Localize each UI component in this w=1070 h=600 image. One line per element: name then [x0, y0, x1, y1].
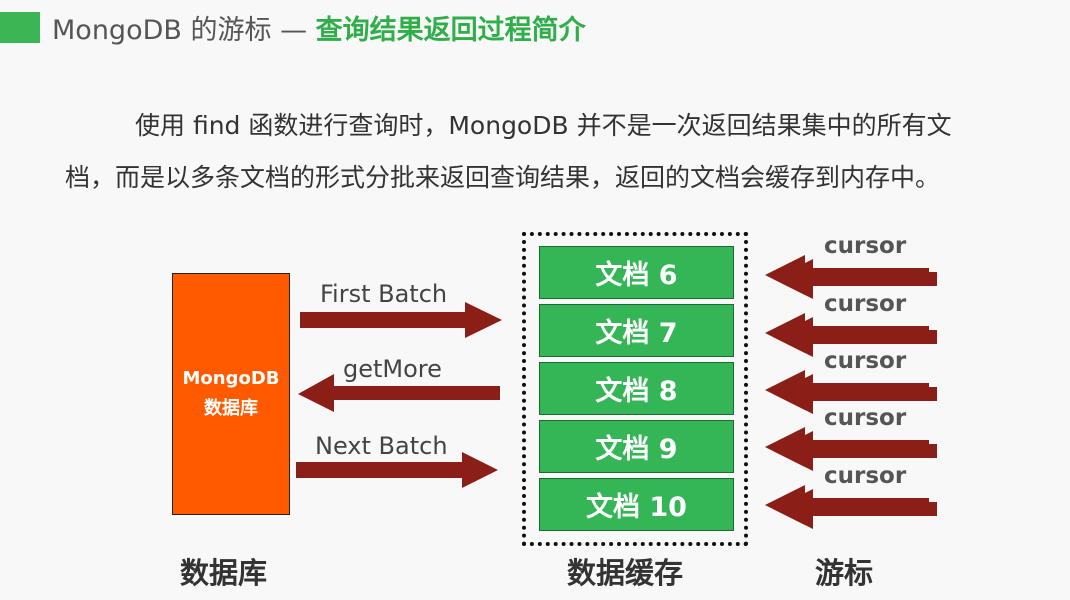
db-label-cn: 数据库: [204, 398, 258, 419]
cursor-arrow: [773, 431, 937, 471]
footer-database: 数据库: [180, 556, 268, 590]
document-item: 文档 7: [539, 304, 734, 357]
cursor-label: cursor: [824, 463, 907, 489]
document-item: 文档 9: [539, 420, 734, 473]
cursor-label: cursor: [824, 291, 907, 317]
document-item: 文档 10: [539, 478, 734, 531]
title-prefix: MongoDB 的游标 —: [52, 15, 316, 46]
cursor-arrow: [773, 374, 937, 414]
db-label: MongoDB: [182, 368, 280, 389]
document-item: 文档 6: [539, 246, 734, 299]
next-batch-label: Next Batch: [315, 432, 448, 460]
cursor-arrow: [773, 259, 937, 299]
cursor-label: cursor: [824, 233, 907, 259]
data-cache-box: [522, 232, 748, 546]
footer-cache: 数据缓存: [567, 556, 684, 590]
slide-title: MongoDB 的游标 — 查询结果返回过程简介: [52, 8, 586, 47]
cursor-arrow: [773, 489, 937, 529]
cursor-arrow: [773, 317, 937, 357]
title-highlight: 查询结果返回过程简介: [315, 15, 586, 46]
first-batch-arrow: [300, 302, 502, 338]
getmore-label: getMore: [343, 355, 442, 383]
cursor-label: cursor: [824, 405, 907, 431]
first-batch-label: First Batch: [320, 280, 448, 308]
paragraph-line-1: 使用 find 函数进行查询时，MongoDB 并不是一次返回结果集中的所有文: [135, 111, 952, 140]
next-batch-arrow: [296, 452, 498, 488]
title-accent-bar: [0, 12, 40, 43]
cursor-label: cursor: [824, 348, 907, 374]
getmore-arrow: [298, 374, 500, 412]
paragraph-line-2: 档，而是以多条文档的形式分批来返回查询结果，返回的文档会缓存到内存中。: [65, 163, 941, 192]
footer-cursor: 游标: [815, 556, 874, 590]
mongodb-database-box: MongoDB 数据库: [172, 273, 290, 515]
document-item: 文档 8: [539, 362, 734, 415]
